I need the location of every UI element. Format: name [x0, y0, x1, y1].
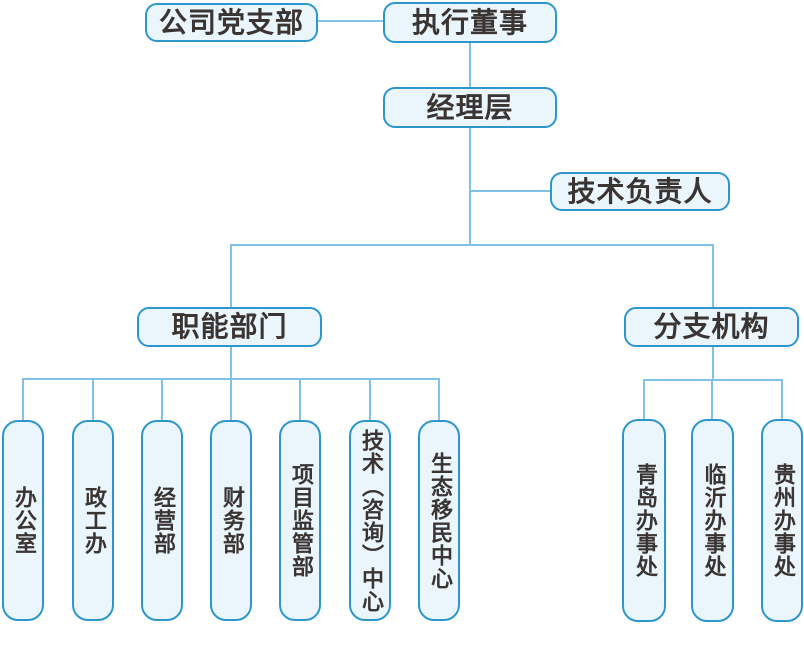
- connector-party-to-exec: [318, 20, 383, 22]
- connector-to-technical-lead: [470, 190, 551, 192]
- node-technical-lead: 技术负责人: [550, 172, 730, 211]
- connector-management-down: [469, 127, 471, 246]
- connector-drop: [161, 378, 163, 421]
- node-branch-offices: 分支机构: [624, 307, 799, 347]
- connector-branch-rail: [643, 379, 783, 381]
- connector-drop: [438, 378, 440, 421]
- connector-drop: [781, 379, 783, 420]
- connector-drop: [369, 378, 371, 421]
- connector-drop: [643, 379, 645, 420]
- connector-drop: [92, 378, 94, 421]
- connector-drop: [711, 379, 713, 420]
- connector-rail-to-branch: [712, 244, 714, 308]
- connector-rail-to-functional: [230, 244, 232, 308]
- connector-drop: [230, 378, 232, 421]
- node-dept-political-work: 政工办: [72, 420, 114, 621]
- node-functional-departments: 职能部门: [137, 307, 322, 347]
- connector-drop: [22, 378, 24, 421]
- connector-main-rail: [230, 244, 714, 246]
- node-dept-office: 办公室: [2, 420, 44, 621]
- connector-branch-down: [712, 345, 714, 381]
- node-dept-ecological-migration-center: 生态移民中心: [418, 420, 460, 621]
- connector-exec-to-management: [469, 42, 471, 88]
- connector-functional-down: [230, 345, 232, 380]
- node-branch-qingdao: 青岛办事处: [622, 419, 666, 622]
- node-dept-technical-consulting-center: 技术（咨询）中心: [349, 420, 391, 621]
- node-dept-business: 经营部: [141, 420, 183, 621]
- connector-drop: [299, 378, 301, 421]
- node-party-branch: 公司党支部: [145, 3, 318, 42]
- node-management-layer: 经理层: [383, 87, 557, 128]
- node-dept-project-supervision: 项目监管部: [279, 420, 321, 621]
- node-branch-linyi: 临沂办事处: [691, 419, 734, 622]
- node-branch-guizhou: 贵州办事处: [761, 419, 803, 622]
- node-dept-finance: 财务部: [210, 420, 252, 621]
- node-executive-director: 执行董事: [383, 2, 557, 43]
